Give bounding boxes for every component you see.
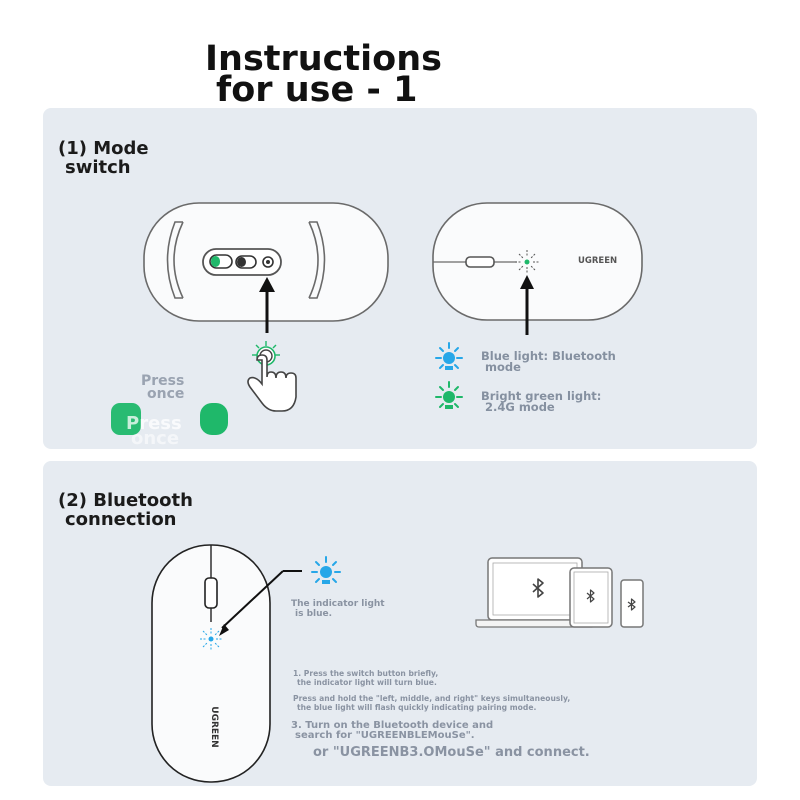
- bluetooth-title: (2) Bluetooth connection: [58, 490, 193, 530]
- mouse-top-brand: UGREEN: [578, 256, 618, 266]
- press-once-label: Press once: [141, 373, 185, 402]
- page-title: Instructions for use - 1: [205, 42, 442, 110]
- mode-switch-title: (1) Mode switch: [58, 138, 149, 178]
- page-title-line2: for use - 1: [216, 70, 418, 110]
- step-4: or "UGREENB3.OMouSe" and connect.: [313, 745, 590, 760]
- green-light-blob-right: [200, 403, 228, 435]
- blue-light-label: Blue light: Bluetooth mode: [481, 349, 616, 374]
- green-light-label: Bright green light: 2.4G mode: [481, 389, 602, 414]
- indicator-label: The indicator light is blue.: [291, 599, 385, 619]
- page-title-line1: Instructions: [205, 39, 442, 79]
- step-3: 3. Turn on the Bluetooth device and sear…: [291, 720, 494, 741]
- green-light-blob-left: [111, 403, 141, 435]
- step-1: 1. Press the switch button briefly, the …: [293, 669, 439, 687]
- press-once-overlay: Press once: [126, 413, 182, 449]
- step-2: Press and hold the "left, middle, and ri…: [293, 694, 571, 712]
